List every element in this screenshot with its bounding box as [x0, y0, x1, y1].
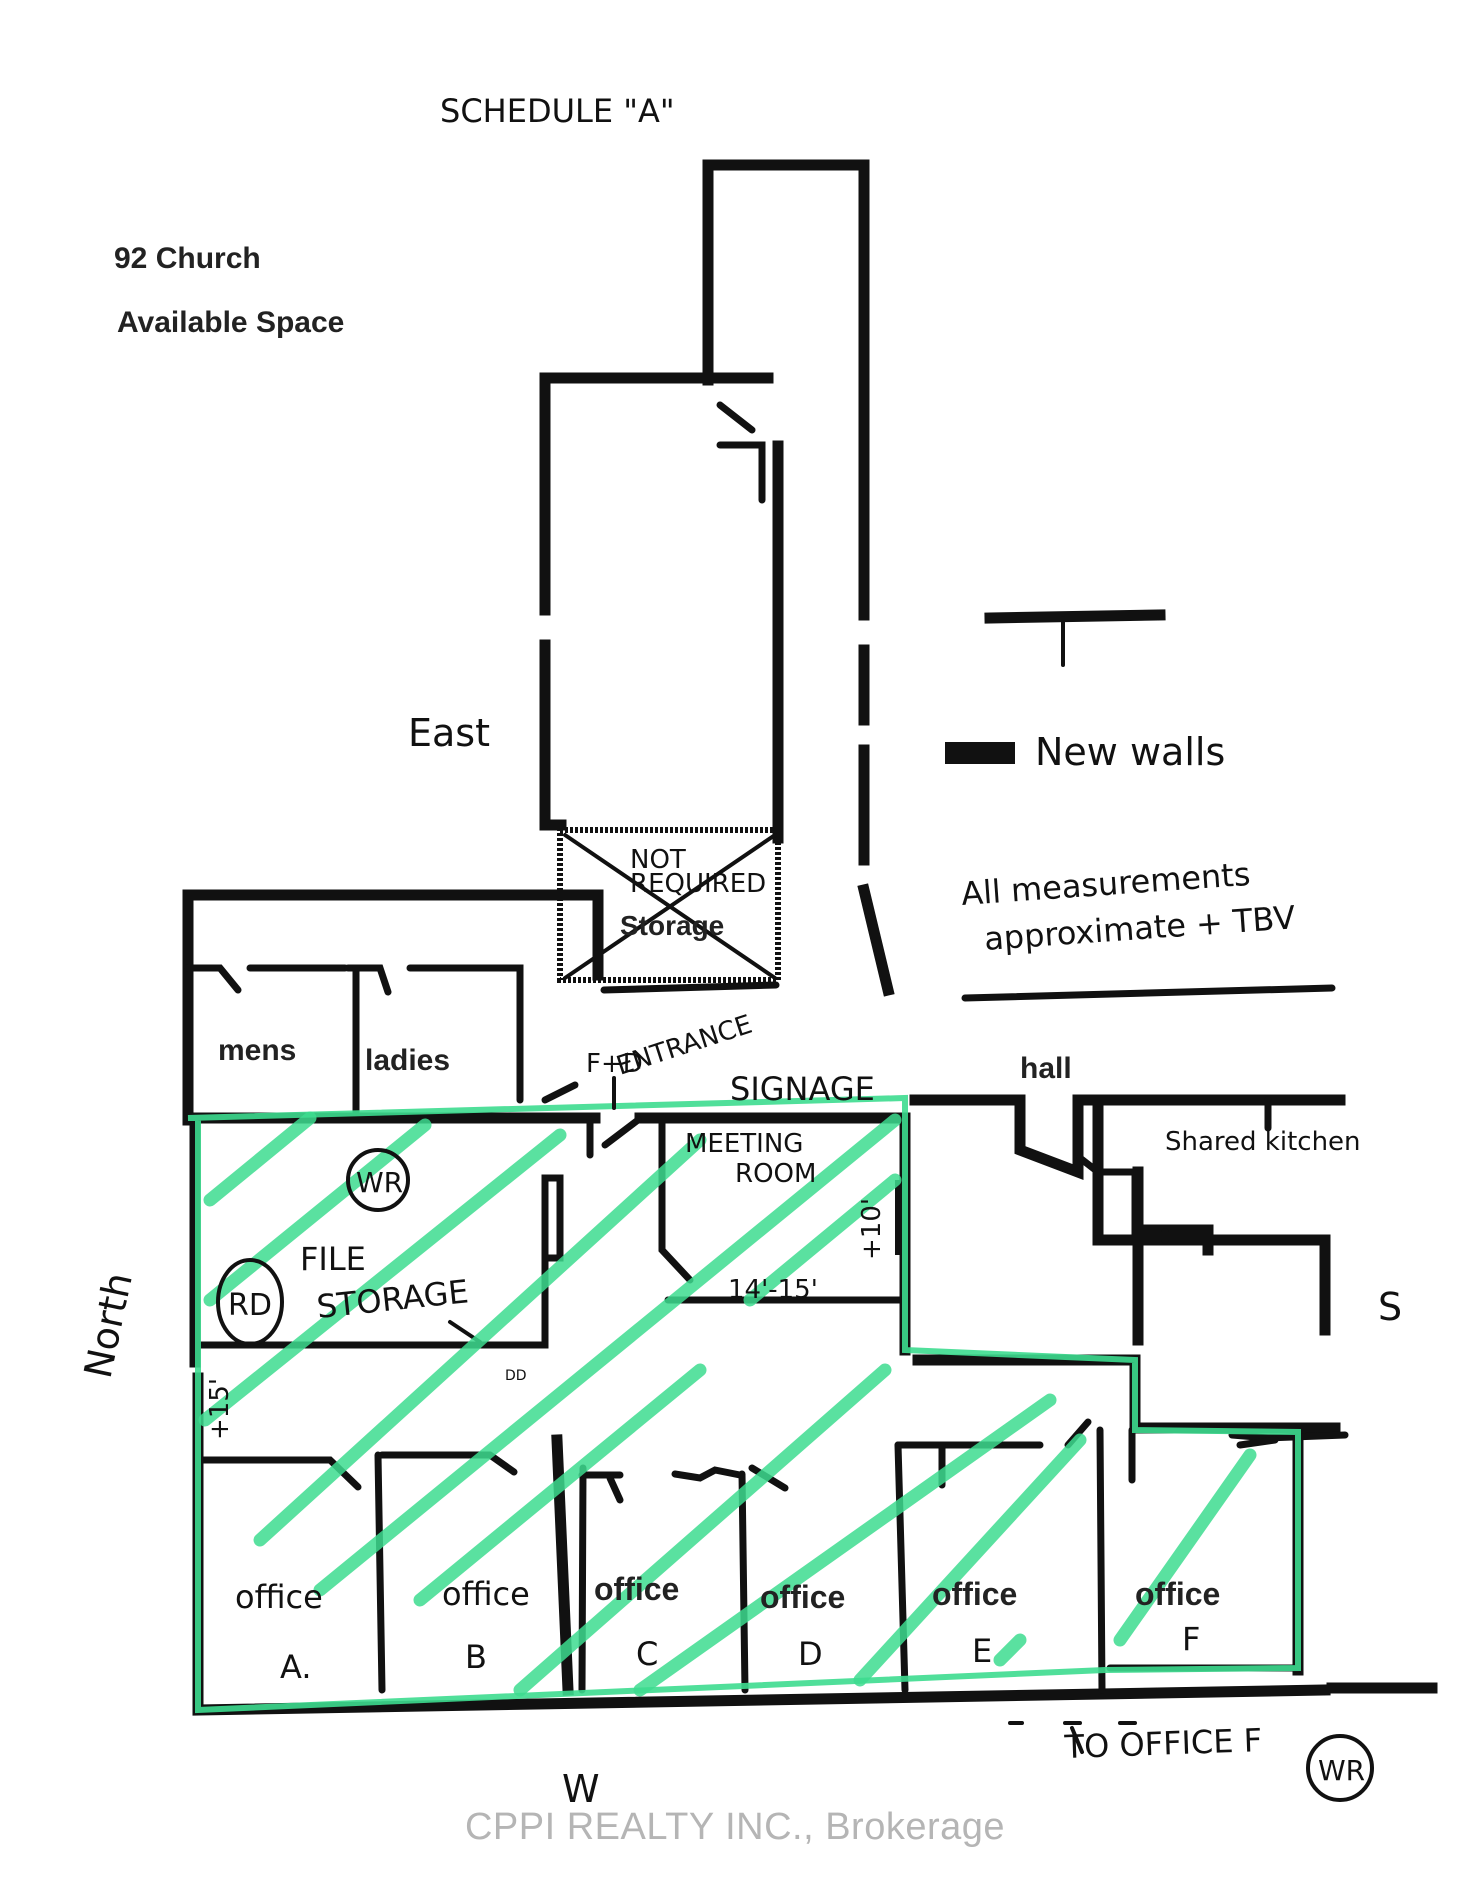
office-e-label: office [932, 1576, 1017, 1612]
property-address: 92 Church [114, 242, 261, 275]
file-storage-label-1: FILE [300, 1240, 366, 1278]
north-wing-walls [539, 159, 895, 997]
legend: New walls All measurements approximate +… [945, 609, 1336, 1002]
rd-stamp: RD [216, 1258, 284, 1346]
hall-kitchen-walls [909, 1094, 1346, 1346]
office-c: office C [594, 1571, 679, 1673]
compass-north: North [76, 1269, 141, 1382]
property-subtitle: Available Space [117, 306, 344, 339]
to-office-f-label: TO OFFICE F [1063, 1721, 1263, 1766]
office-c-letter: C [636, 1635, 658, 1673]
storage-room: NOT REQUIRED Storage [557, 827, 781, 994]
compass-east: East [408, 711, 490, 755]
office-a: office A. [235, 1578, 323, 1686]
meeting-room-depth: +10' [857, 1198, 887, 1260]
office-suite-walls [182, 1112, 1438, 1716]
office-b: office B [442, 1575, 530, 1676]
office-c-label: office [594, 1571, 679, 1607]
compass-south: S [1378, 1285, 1402, 1329]
washroom-walls: mens ladies [182, 889, 604, 1126]
office-f: office F [1135, 1576, 1220, 1658]
new-walls-swatch [945, 742, 1015, 764]
scale-bar [984, 609, 1166, 624]
not-required-label-1: NOT [630, 845, 686, 875]
wr-stamp-bottom-text: WR [1318, 1754, 1365, 1787]
path-to-office-f: TO OFFICE F [1008, 1721, 1263, 1766]
office-a-label: office [235, 1578, 323, 1616]
meeting-room-label-2: ROOM [735, 1159, 816, 1189]
meeting-room-width: 14'-15' [728, 1275, 818, 1305]
rd-stamp-text: RD [228, 1288, 272, 1323]
wr-stamp: WR [346, 1148, 410, 1212]
wr-stamp-bottom: WR [1306, 1734, 1374, 1802]
office-f-label: office [1135, 1576, 1220, 1612]
signage-label: SIGNAGE [730, 1070, 875, 1108]
mens-label: mens [218, 1034, 296, 1067]
office-d-letter: D [798, 1635, 823, 1673]
office-b-label: office [442, 1575, 530, 1613]
brokerage-watermark: CPPI REALTY INC., Brokerage [442, 1802, 1028, 1852]
meeting-room-label-1: MEETING [685, 1129, 803, 1159]
office-f-letter: F [1182, 1620, 1200, 1658]
office-e: office E [932, 1576, 1017, 1670]
office-a-letter: A. [280, 1648, 312, 1686]
file-storage-dim: +15' [205, 1378, 235, 1440]
office-e-letter: E [972, 1632, 992, 1670]
office-b-letter: B [465, 1638, 487, 1676]
office-d: office D [760, 1579, 845, 1673]
office-d-label: office [760, 1579, 845, 1615]
not-required-label-2: REQUIRED [630, 869, 766, 899]
file-storage-label-2: STORAGE [315, 1272, 470, 1326]
new-walls-label: New walls [1035, 730, 1225, 774]
wr-stamp-text: WR [356, 1166, 403, 1199]
dd-mark: DD [505, 1368, 527, 1384]
shared-kitchen-label: Shared kitchen [1165, 1127, 1361, 1157]
fd-entrance-label-1: F+D [586, 1049, 643, 1079]
schedule-title: SCHEDULE "A" [440, 92, 675, 130]
hall-label: hall [1020, 1052, 1072, 1085]
ladies-label: ladies [365, 1044, 450, 1077]
storage-label: Storage [620, 910, 724, 941]
